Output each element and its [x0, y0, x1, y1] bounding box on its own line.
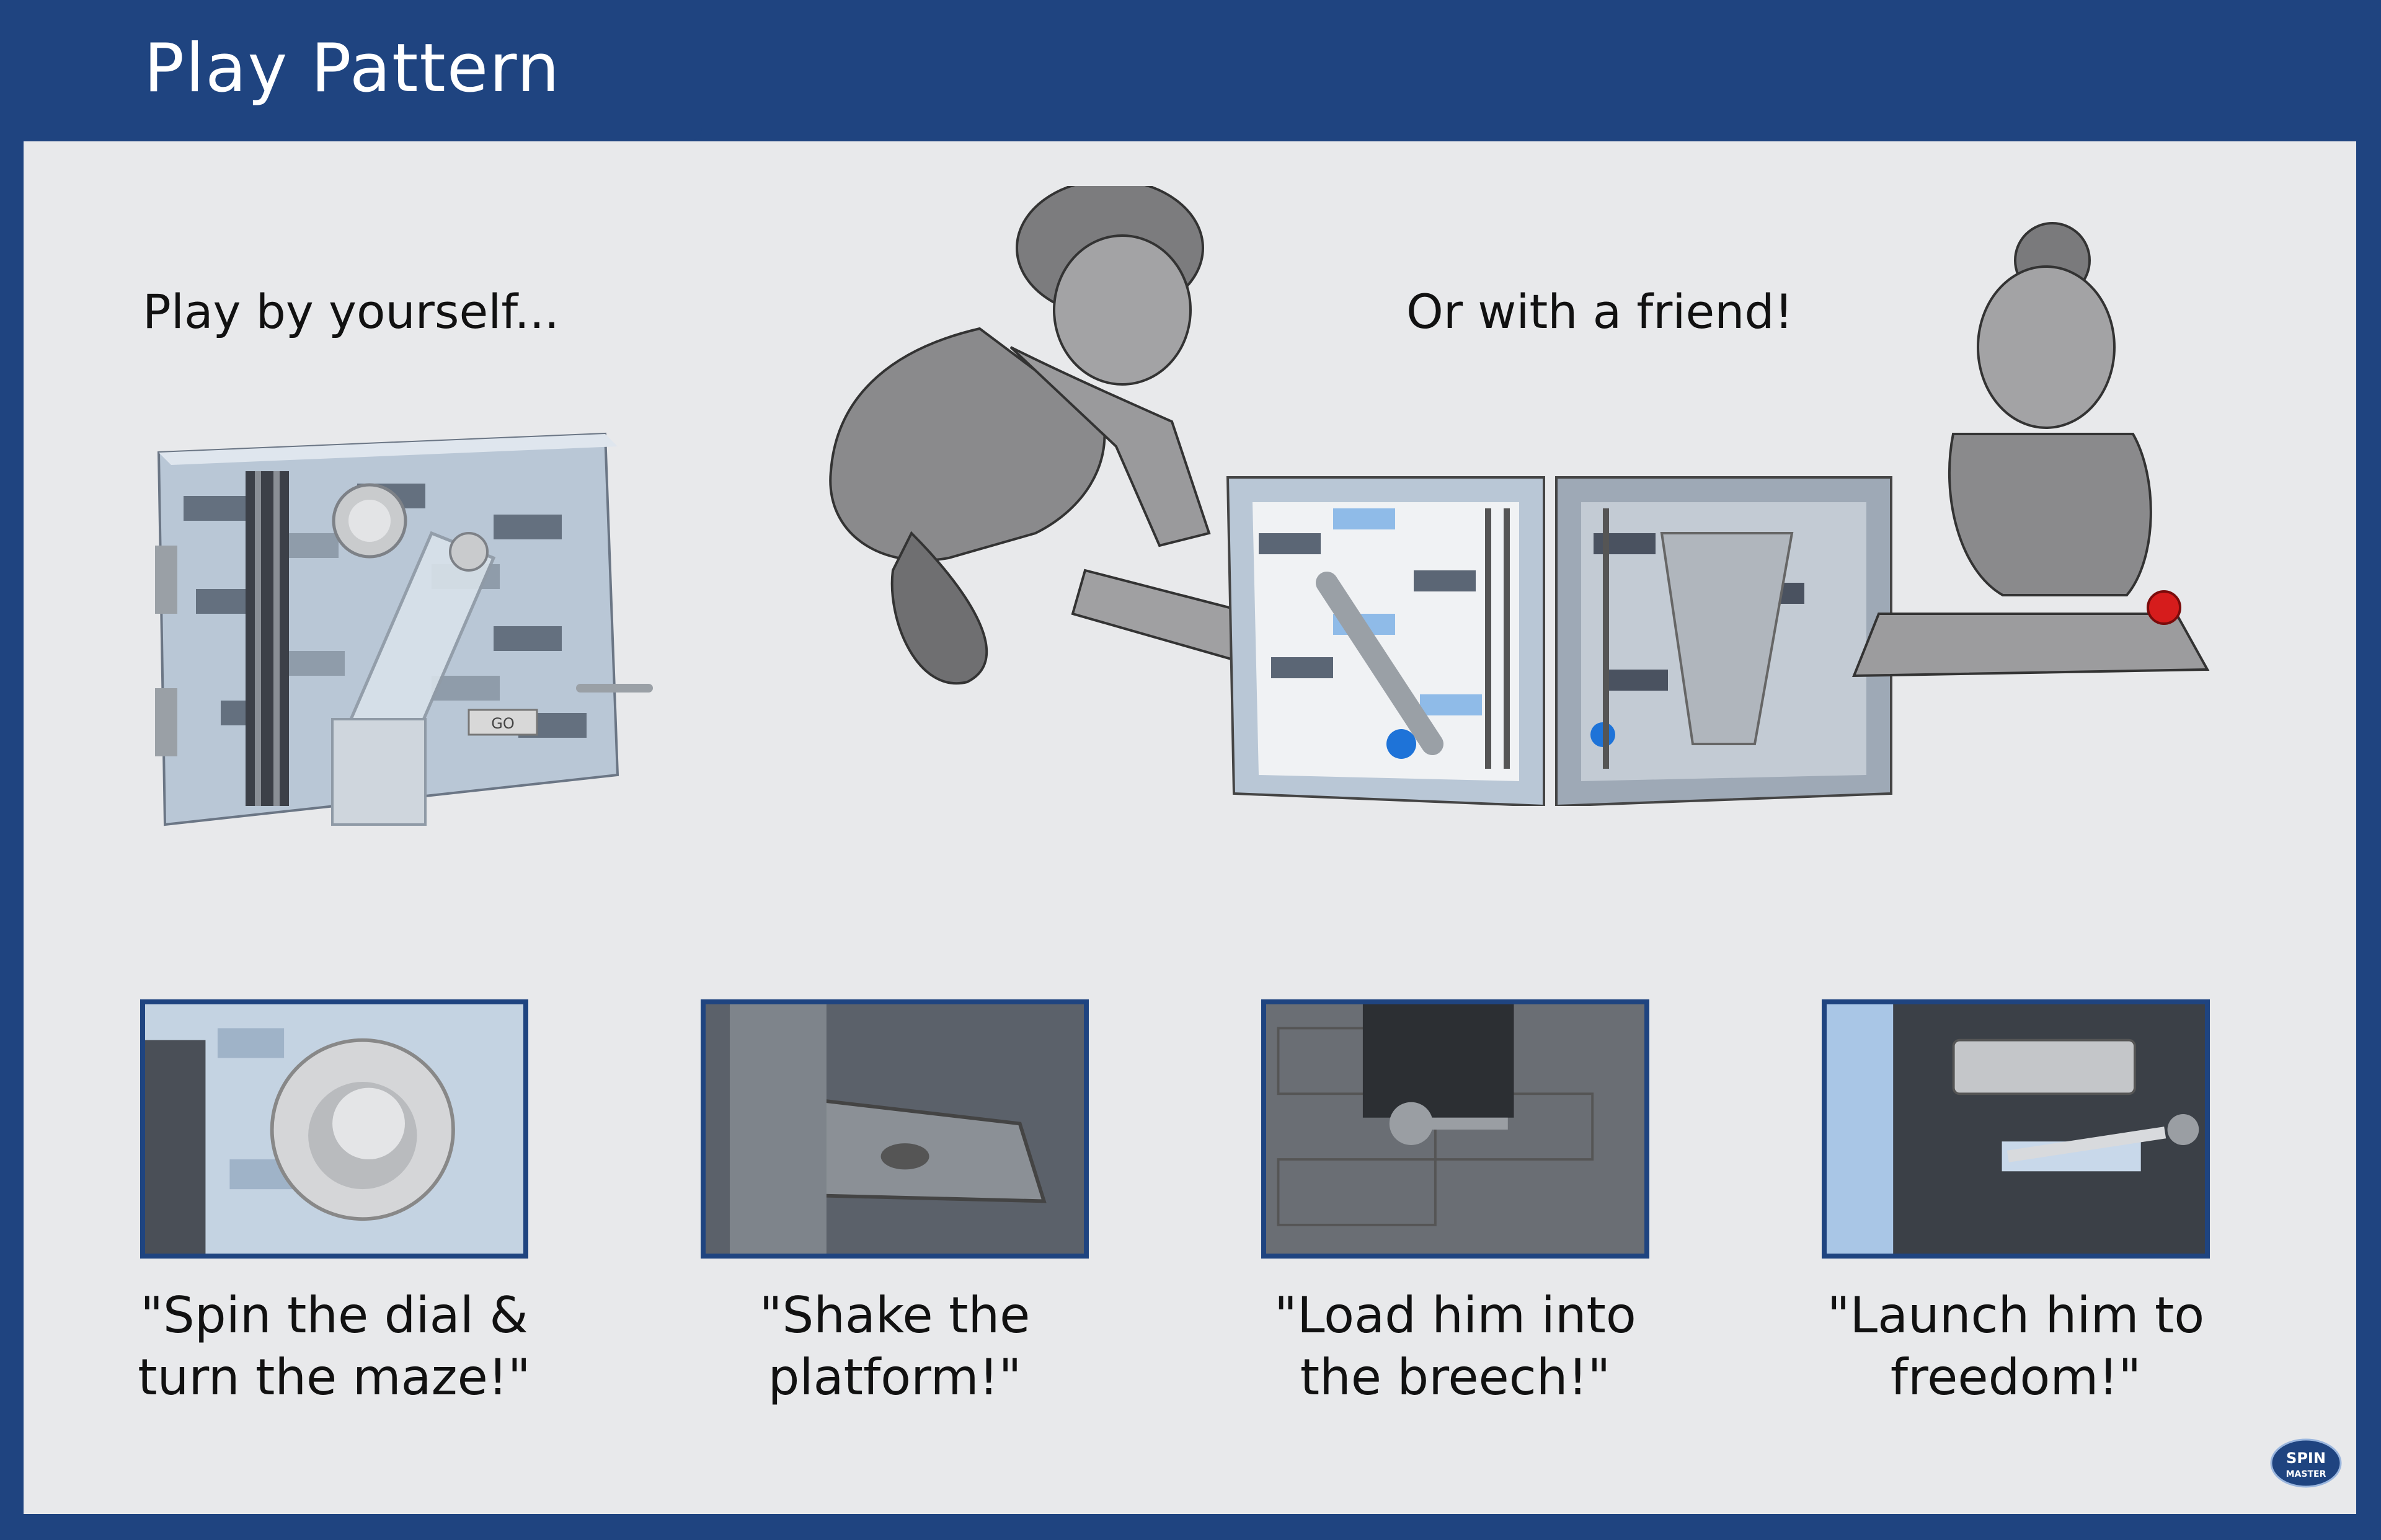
- caption-solo: Play by yourself...: [143, 284, 560, 339]
- step-caption-3-line1: "Load him into: [1274, 1286, 1636, 1344]
- kids-playing-illustration: [829, 186, 2210, 806]
- logo-text-spin: SPIN: [2286, 1449, 2326, 1467]
- product-closed-illustration: GO: [155, 432, 653, 826]
- title-tab: [24, 21, 702, 141]
- go-label: GO: [491, 715, 515, 732]
- step-thumbnail-4: [1822, 999, 2210, 1259]
- girl-figure: [1852, 222, 2210, 678]
- boy-figure: [829, 186, 1298, 685]
- step-caption-2-line1: "Shake the: [759, 1286, 1031, 1344]
- red-figure: [2147, 590, 2181, 625]
- step-caption-3: "Load him into the breech!": [1238, 1285, 1672, 1409]
- step-thumbnail-2: [701, 999, 1089, 1259]
- caption-friend: Or with a friend!: [1406, 284, 1794, 339]
- step-caption-2-line2: platform!": [768, 1348, 1022, 1406]
- product-open-illustration: [1226, 476, 1892, 806]
- spin-master-logo: SPIN MASTER: [2270, 1438, 2342, 1488]
- content-panel: [24, 141, 2356, 1514]
- step-caption-4-line2: freedom!": [1890, 1348, 2142, 1406]
- page-title: Play Pattern: [144, 30, 561, 107]
- blue-figure: [1386, 729, 1416, 759]
- step-caption-4: "Launch him to freedom!": [1799, 1285, 2233, 1409]
- step-thumbnail-1: [140, 999, 528, 1259]
- step-caption-1-line2: turn the maze!": [138, 1348, 531, 1406]
- step-caption-4-line1: "Launch him to: [1827, 1286, 2205, 1344]
- step-thumbnail-3: [1261, 999, 1649, 1259]
- logo-text-master: MASTER: [2286, 1469, 2326, 1479]
- step-caption-1-line1: "Spin the dial &: [140, 1286, 528, 1344]
- step-caption-1: "Spin the dial & turn the maze!": [117, 1285, 551, 1409]
- step-caption-2: "Shake the platform!": [678, 1285, 1112, 1409]
- step-caption-3-line2: the breech!": [1300, 1348, 1611, 1406]
